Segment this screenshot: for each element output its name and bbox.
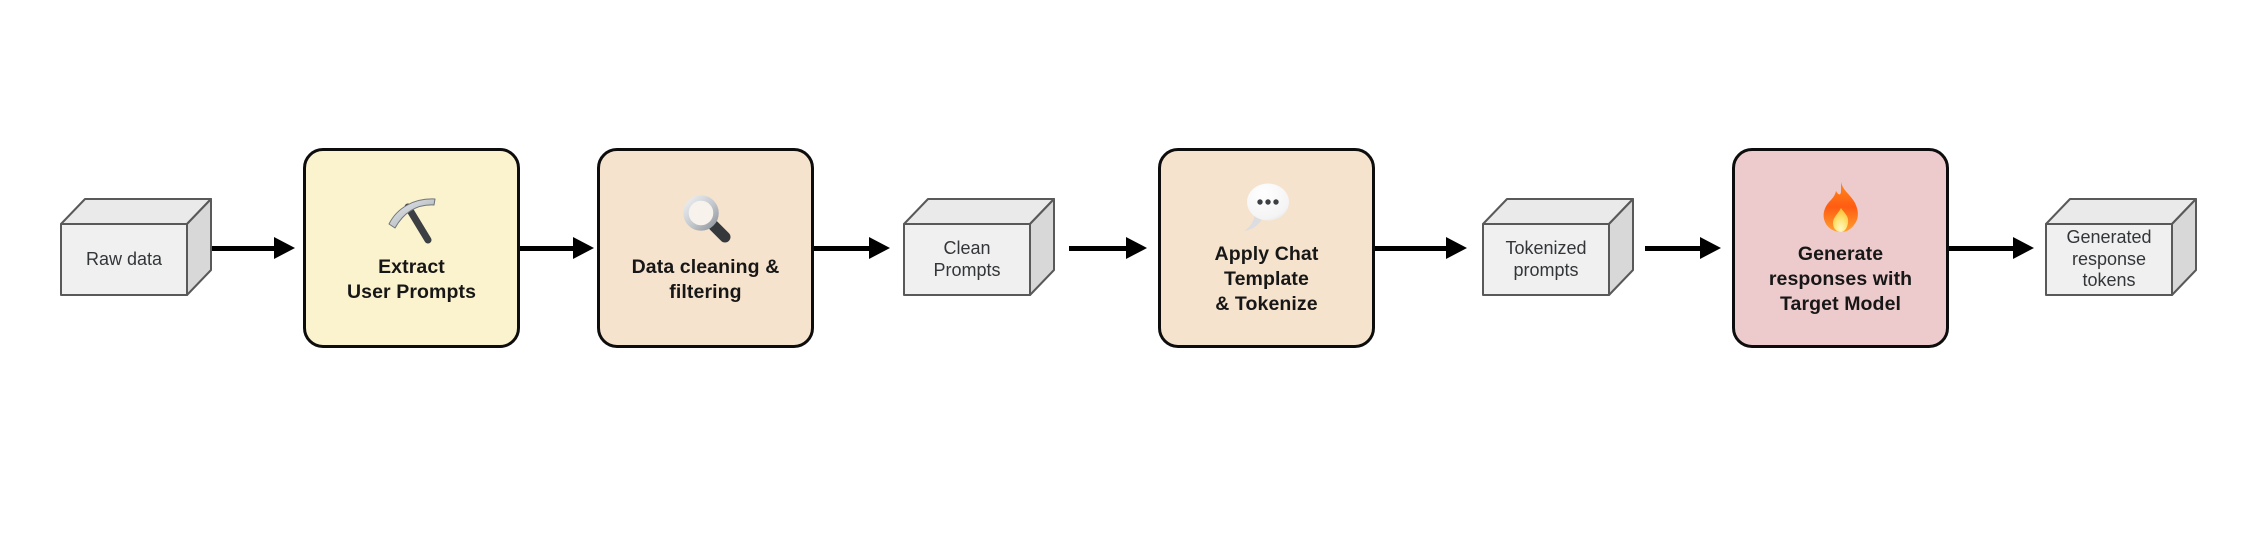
cube-shape	[2045, 198, 2197, 296]
arrow-shaft	[1645, 245, 1700, 251]
arrow-tokenized-to-generate	[1645, 237, 1721, 259]
node-extract-user-prompts-label: Extract User Prompts	[346, 255, 477, 303]
arrow-generate-to-generated	[1949, 237, 2034, 259]
pickaxe-icon	[384, 192, 440, 248]
node-data-cleaning-filtering: Data cleaning & filtering	[597, 148, 814, 348]
arrow-extract-to-cleaning	[520, 237, 594, 259]
magnifying-glass-icon	[678, 192, 734, 248]
speech-balloon-icon	[1239, 179, 1295, 235]
arrow-shaft	[1069, 245, 1126, 251]
node-data-cleaning-filtering-label: Data cleaning & filtering	[631, 255, 780, 303]
node-apply-chat-template-tokenize: Apply Chat Template & Tokenize	[1158, 148, 1375, 348]
node-clean-prompts: Clean Prompts	[903, 198, 1055, 296]
fire-icon	[1813, 179, 1869, 235]
arrow-shaft	[1375, 245, 1446, 251]
node-generate-responses-target-model: Generate responses with Target Model	[1732, 148, 1949, 348]
arrow-cleaning-to-clean-prompts	[814, 237, 890, 259]
node-tokenized-prompts: Tokenized prompts	[1482, 198, 1634, 296]
arrow-shaft	[212, 245, 274, 251]
arrow-head-icon	[1446, 237, 1467, 259]
node-generate-responses-target-model-label: Generate responses with Target Model	[1768, 243, 1913, 315]
arrow-clean-prompts-to-apply	[1069, 237, 1147, 259]
node-raw-data-label: Raw data	[85, 248, 163, 269]
arrow-shaft	[1949, 245, 2013, 251]
arrow-apply-to-tokenized	[1375, 237, 1467, 259]
arrow-shaft	[814, 245, 869, 251]
arrow-head-icon	[869, 237, 890, 259]
cube-shape	[60, 198, 212, 296]
node-clean-prompts-label: Clean Prompts	[933, 237, 1001, 280]
node-generated-response-tokens: Generated response tokens	[2045, 198, 2197, 296]
node-generated-response-tokens-label: Generated response tokens	[2066, 227, 2152, 291]
cube-shape	[1482, 198, 1634, 296]
arrow-head-icon	[1700, 237, 1721, 259]
node-extract-user-prompts: Extract User Prompts	[303, 148, 520, 348]
arrow-head-icon	[274, 237, 295, 259]
node-raw-data: Raw data	[60, 198, 212, 296]
cube-shape	[903, 198, 1055, 296]
arrow-head-icon	[2013, 237, 2034, 259]
node-tokenized-prompts-label: Tokenized prompts	[1505, 237, 1587, 280]
arrow-head-icon	[1126, 237, 1147, 259]
arrow-raw-to-extract	[212, 237, 295, 259]
node-apply-chat-template-tokenize-label: Apply Chat Template & Tokenize	[1214, 243, 1319, 315]
arrow-shaft	[520, 245, 573, 251]
arrow-head-icon	[573, 237, 594, 259]
